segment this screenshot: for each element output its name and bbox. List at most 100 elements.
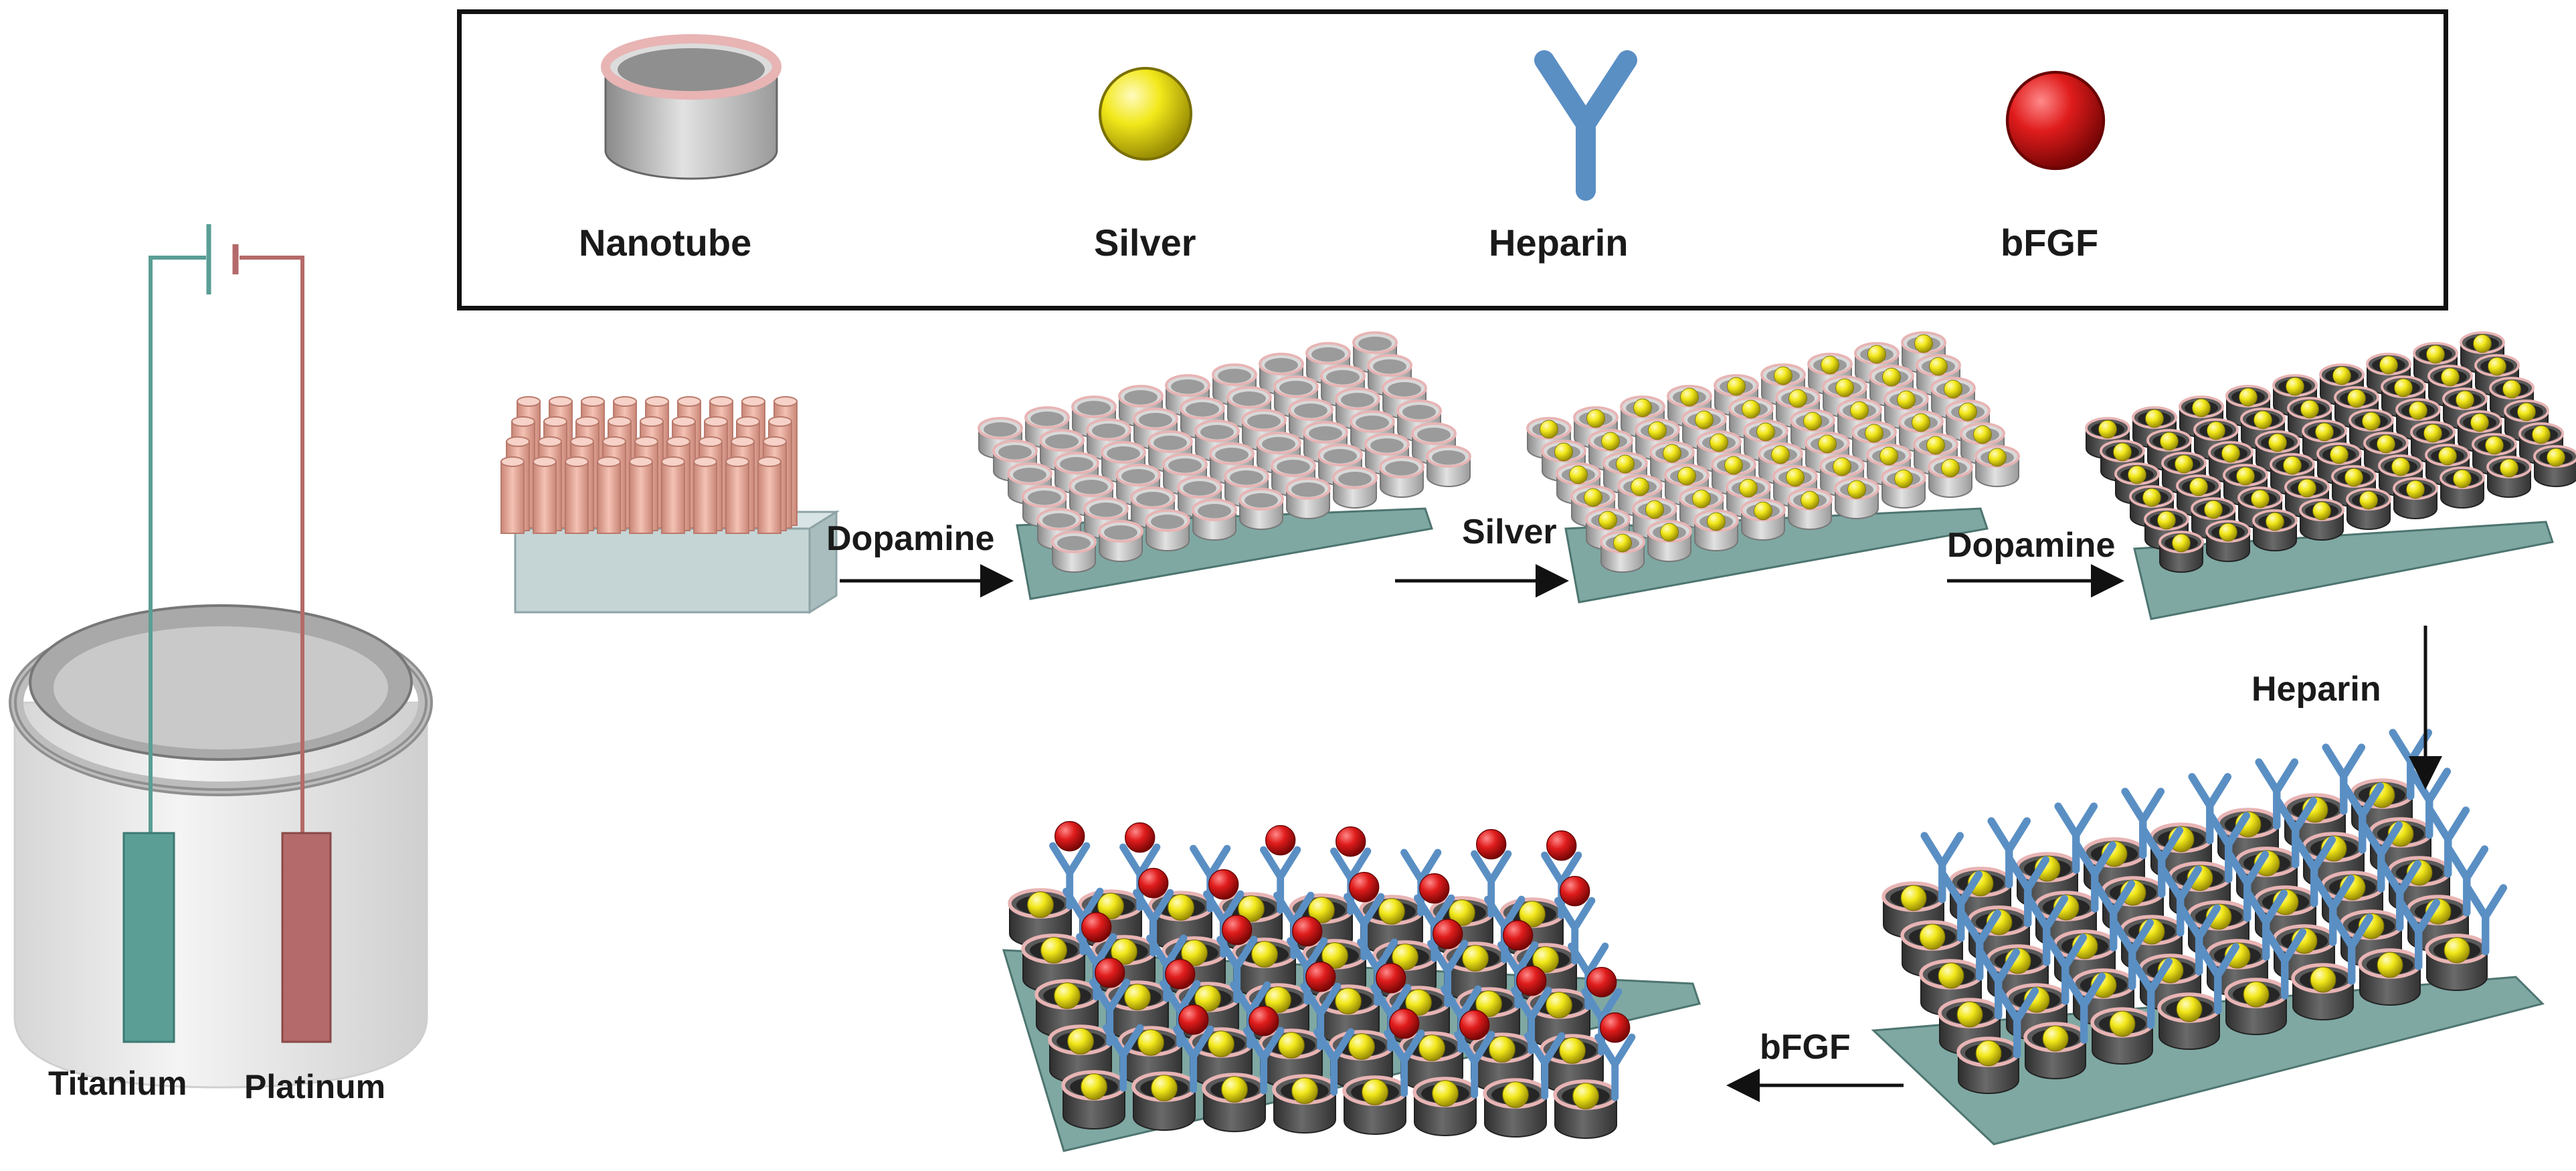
silver-particle [1692,489,1711,509]
silver-particle [1882,367,1901,387]
bfgf-particle [1349,872,1380,903]
stage-gray-nanotubes [978,331,1471,573]
nanotube [1061,1070,1127,1130]
heparin-molecule [2340,782,2385,854]
silver-particle [2438,446,2457,466]
heparin-molecule [1594,1033,1636,1101]
bfgf-particle [1208,869,1239,900]
stage-dopamine-nanotubes [2085,331,2576,573]
nanotube [1342,1075,1408,1135]
silver-particle [2488,357,2506,376]
nanotube [2144,508,2189,550]
silver-particle [2312,501,2331,521]
silver-particle [1645,500,1664,519]
heparin-molecule [2177,904,2221,976]
silver-particle [2251,489,2270,509]
silver-particle [1238,895,1265,922]
silver-particle [1027,891,1054,918]
silver-particle [1181,939,1208,966]
silver-particle [1847,480,1866,499]
silver-particle [2444,937,2470,964]
stage-silver-nanotubes [1526,331,2020,573]
silver-particle [1912,413,1930,432]
silver-particle [1631,477,1649,497]
silver-particle [1633,398,1652,418]
silver-particle [1475,990,1502,1017]
silver-particle [2189,477,2208,497]
nanotube [1647,520,1692,562]
nanotube [1101,441,1146,483]
silver-particle [1378,898,1405,925]
silver-particle [2330,445,2349,464]
silver-particle [1756,422,1775,442]
silver-particle [1695,410,1714,430]
nanotube [1760,363,1806,406]
nanotube [1834,477,1879,519]
bfgf-particle [1222,915,1253,945]
bfgf-particle [1459,1010,1490,1041]
nanotube [1396,399,1442,442]
silver-particle [1900,885,1927,911]
bfgf-particle [1095,958,1125,988]
copper-nanotube [597,456,621,534]
nanotube [1051,531,1097,573]
silver-particle [1221,1076,1248,1103]
nanotube [1145,509,1190,551]
silver-particle [1194,985,1221,1012]
bfgf-particle [1546,830,1577,861]
nanotube [1483,1078,1548,1138]
nanotube [1285,477,1331,519]
bfgf-particle [1419,873,1450,904]
silver-particle [1710,433,1728,452]
silver-particle [1598,511,1617,530]
heparin-molecule [2062,972,2106,1044]
legend-heparin-icon [1534,50,1637,201]
nanotube [2440,466,2485,509]
silver-particle [2406,480,2425,499]
heparin-molecule [2274,797,2318,869]
heparin-molecule [1939,871,1983,942]
silver-particle [1677,466,1696,486]
nanotube [2358,948,2422,1006]
bfgf-particle [1165,959,1196,990]
bfgf-particle [1336,826,1366,857]
nanotube [1758,442,1803,484]
silver-particle [2502,379,2521,399]
silver-particle [1929,357,1948,376]
silver-particle [2204,500,2223,519]
silver-particle [1572,1083,1599,1109]
silver-particle [2441,367,2460,387]
silver-particle [1546,992,1572,1018]
nanotube [2090,1007,2154,1065]
silver-particle [1449,899,1475,926]
silver-particle [2268,433,2287,452]
silver-particle [1321,942,1348,969]
silver-particle [1124,984,1151,1010]
heparin-molecule [2129,958,2173,1029]
nanotube [1039,429,1085,471]
nanotube [1379,456,1424,498]
silver-particle [1097,893,1124,919]
bfgf-particle [1600,1012,1631,1043]
nanotube [1034,979,1100,1039]
silver-particle [2426,345,2445,364]
nanotube [1238,488,1284,530]
bfgf-particle [1292,916,1323,947]
heparin-molecule [1920,832,1964,903]
heparin-molecule [2043,933,2088,1005]
silver-particle [1111,938,1137,965]
silver-particle [2409,401,2427,420]
nanotube [2346,488,2391,530]
nanotube [1837,398,1882,440]
silver-particle [1137,1029,1164,1056]
silver-particle [1613,533,1632,553]
nanotube [1209,442,1255,484]
silver-particle [1584,488,1602,507]
bfgf-particle [1586,967,1617,998]
nanotube [1919,959,1983,1016]
nanotube [1131,1071,1197,1131]
heparin-molecule [1103,1024,1144,1092]
heparin-molecule [1243,1026,1285,1095]
